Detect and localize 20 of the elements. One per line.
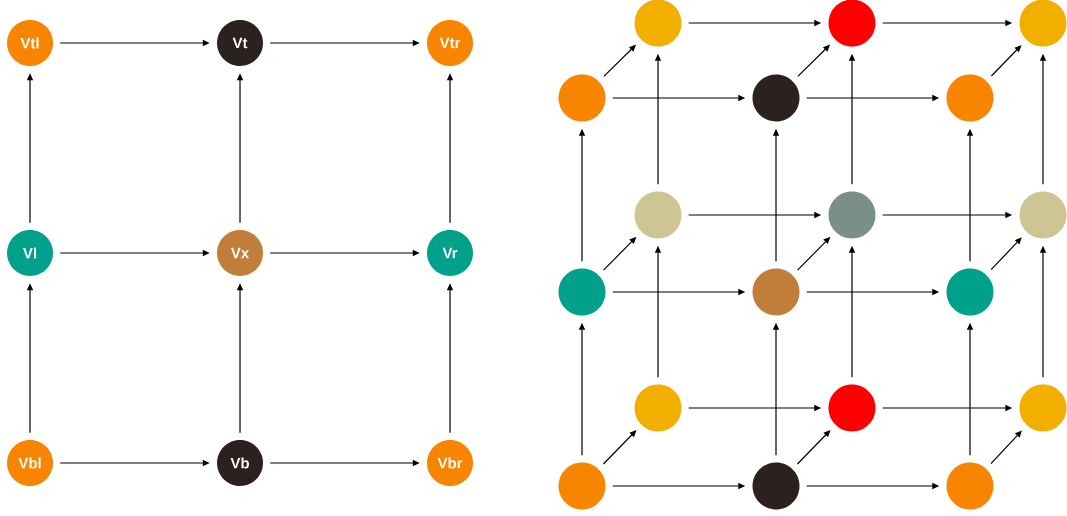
vertex-circle (558, 268, 606, 316)
arrow (796, 430, 831, 465)
vertex-circle (752, 268, 800, 316)
vertex-circle (828, 191, 876, 239)
vertex-circle (634, 191, 682, 239)
vertex-circle (634, 384, 682, 432)
vertex-circle (828, 384, 876, 432)
vertex-circle (946, 462, 994, 510)
arrow (990, 45, 1022, 77)
arrow (990, 430, 1022, 465)
vertex-circle (1019, 384, 1067, 432)
vertex-circle (1019, 191, 1067, 239)
vertex-circle (558, 74, 606, 122)
arrow (602, 430, 637, 465)
arrow (990, 237, 1022, 271)
vertex-circle (946, 268, 994, 316)
vertex-circle (946, 74, 994, 122)
vertex-circle (752, 462, 800, 510)
vertex-circle (558, 462, 606, 510)
vertex-circle (752, 74, 800, 122)
